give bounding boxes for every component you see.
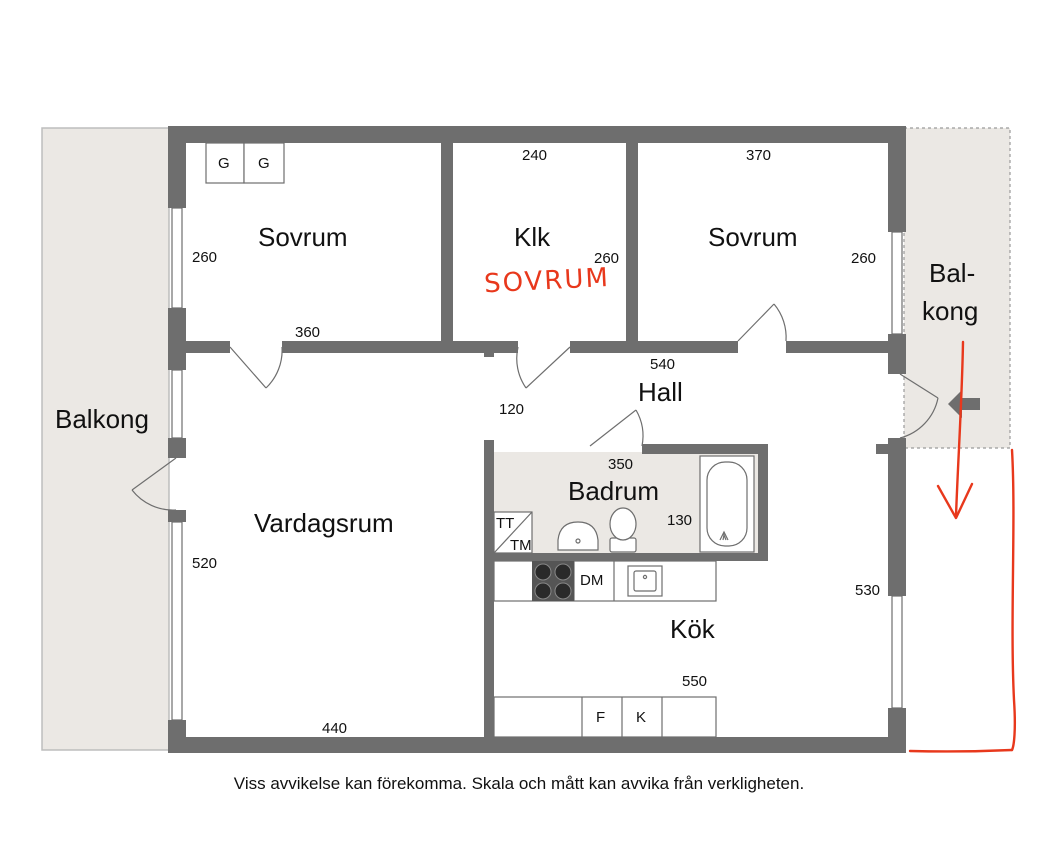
wardrobe-units — [205, 142, 285, 184]
disclaimer-text: Viss avvikelse kan förekomma. Skala och … — [233, 774, 805, 793]
freezer-label: K — [636, 709, 646, 726]
walls — [168, 126, 906, 753]
kitchen-bottom-units — [493, 696, 717, 738]
dim-kok-width: 550 — [682, 673, 707, 690]
dim-vardagsrum-height: 520 — [192, 555, 217, 572]
room-label-balkong-right-1: Bal- — [929, 258, 975, 288]
dim-klk-height: 260 — [594, 250, 619, 267]
dim-klk-width: 240 — [522, 147, 547, 164]
bathtub — [699, 455, 755, 553]
fridge-label: F — [596, 709, 605, 726]
room-label-balkong-right-2: kong — [922, 296, 978, 326]
tt-label: TT — [496, 515, 514, 532]
wardrobe-label-2: G — [258, 155, 270, 172]
balcony-right — [903, 127, 1011, 449]
dim-badrum-width: 350 — [608, 456, 633, 473]
wardrobe-label-1: G — [218, 155, 230, 172]
entrance-arrow-icon — [948, 390, 980, 418]
kitchen-counter — [493, 560, 717, 602]
dim-kok-height: 530 — [855, 582, 880, 599]
dim-sovrum-left-height: 260 — [192, 249, 217, 266]
room-label-sovrum-right: Sovrum — [708, 222, 798, 252]
tm-label: TM — [510, 537, 532, 554]
windows — [171, 207, 903, 721]
doors — [131, 303, 939, 511]
dim-vardagsrum-width: 440 — [322, 720, 347, 737]
stove — [532, 561, 574, 601]
dim-badrum-height: 130 — [667, 512, 692, 529]
dim-sovrum-left-width: 360 — [295, 324, 320, 341]
bathroom-sink — [557, 521, 599, 551]
toilet — [609, 507, 637, 553]
laundry-unit — [493, 511, 533, 554]
handwritten-markup — [908, 340, 1017, 753]
dim-hall-width: 540 — [650, 356, 675, 373]
room-label-klk: Klk — [514, 222, 551, 252]
handwritten-note: SOVRUM — [483, 263, 610, 300]
room-label-sovrum-left: Sovrum — [258, 222, 348, 252]
dim-passage-width: 120 — [499, 401, 524, 418]
room-label-vardagsrum: Vardagsrum — [254, 508, 394, 538]
dim-sovrum-right-width: 370 — [746, 147, 771, 164]
room-label-balkong-left: Balkong — [55, 404, 149, 434]
room-label-kok: Kök — [670, 614, 716, 644]
room-label-hall: Hall — [638, 377, 683, 407]
room-label-badrum: Badrum — [568, 476, 659, 506]
dim-sovrum-right-height: 260 — [851, 250, 876, 267]
dm-label: DM — [580, 572, 603, 589]
balcony-left — [41, 127, 170, 751]
